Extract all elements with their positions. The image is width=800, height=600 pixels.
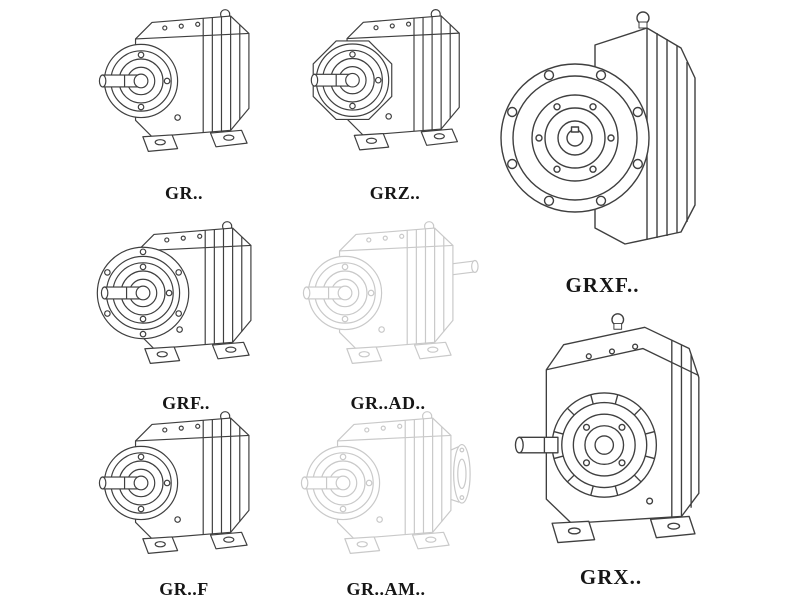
gear-unit-figure-gr: GR.. [88, 6, 280, 204]
gear-unit-figure-gr-ad: GR..AD.. [292, 218, 484, 414]
gear-unit-drawing-grx [514, 313, 700, 544]
gear-unit-drawing-gr-ad [302, 221, 479, 364]
gear-unit-drawing-grz [310, 9, 460, 151]
gear-unit-label-grf: GRF.. [162, 393, 210, 413]
gear-unit-figure-grf: GRF.. [90, 218, 282, 414]
gear-unit-label-grx: GRX.. [579, 565, 643, 589]
gear-unit-label-gr: GR.. [165, 183, 203, 203]
gear-unit-drawing-grf [96, 221, 252, 364]
gear-unit-figure-gr-f: GR..F [88, 408, 280, 600]
gear-unit-label-gr-f: GR..F [159, 579, 209, 599]
gear-unit-drawing-gr-am [300, 411, 471, 554]
gear-unit-figure-gr-am: GR..AM.. [290, 408, 482, 600]
gear-unit-figure-grxf: GRXF.. [495, 0, 710, 298]
gear-unit-figure-grx: GRX.. [500, 308, 722, 590]
gear-unit-label-grz: GRZ.. [369, 183, 421, 203]
gear-unit-drawing-grxf [500, 11, 696, 245]
gear-unit-label-gr-ad: GR..AD.. [350, 393, 426, 413]
gear-unit-label-gr-am: GR..AM.. [346, 579, 426, 599]
gear-unit-label-grxf: GRXF.. [565, 273, 640, 297]
gear-unit-drawing-gr [98, 9, 250, 152]
gear-unit-figure-grz: GRZ.. [300, 6, 490, 204]
gear-unit-drawing-gr-f [98, 411, 250, 554]
